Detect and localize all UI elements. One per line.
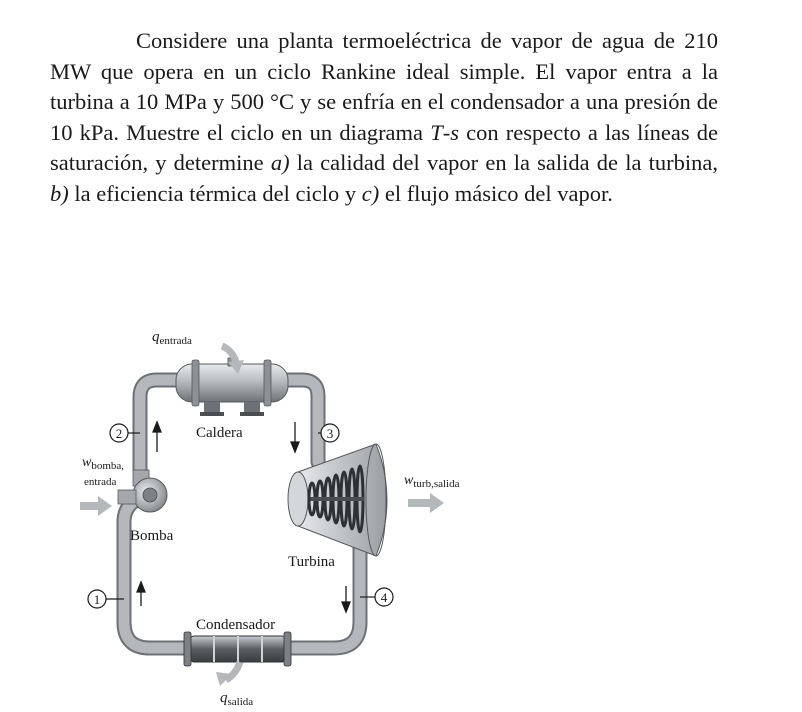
state-4-label: 4 xyxy=(381,590,388,605)
state-1-label: 1 xyxy=(94,592,101,607)
q-out-subscript: salida xyxy=(228,696,254,708)
ts-s: s xyxy=(450,119,459,145)
pump-work-subscript-1: bomba, xyxy=(91,460,124,472)
turbine-work-arrow xyxy=(408,493,444,513)
problem-text-1: Considere una planta termoeléctrica de v… xyxy=(50,28,718,145)
pump-work-symbol: w xyxy=(82,455,92,470)
pump-work-arrow xyxy=(80,496,112,516)
ts-t: T xyxy=(430,119,443,145)
problem-text-2: con respecto a las líneas de saturación,… xyxy=(50,119,718,176)
ts-dash: - xyxy=(442,119,451,145)
turbine-label: Turbina xyxy=(288,554,335,570)
state-2-marker: 2 xyxy=(109,423,140,443)
condenser-label: Condensador xyxy=(196,617,275,633)
boiler-label: Caldera xyxy=(196,425,243,441)
part-c-label: c) xyxy=(361,180,380,206)
pump-work-label: wbomba, xyxy=(82,455,124,472)
state-1-marker: 1 xyxy=(87,589,124,609)
q-out-symbol: q xyxy=(220,690,228,706)
pump-work-subscript-2: entrada xyxy=(84,476,116,488)
state-3-label: 3 xyxy=(327,426,334,441)
turbine-work-label: wturb,salida xyxy=(404,473,460,490)
q-in-symbol: q xyxy=(152,329,160,345)
condenser xyxy=(183,631,292,667)
turbine xyxy=(287,443,388,557)
q-in-subscript: entrada xyxy=(160,335,192,347)
turbine-work-symbol: w xyxy=(404,473,414,488)
state-3-marker: 3 xyxy=(318,423,340,443)
problem-statement: Considere una planta termoeléctrica de v… xyxy=(50,26,718,209)
problem-text-3: la calidad del vapor en la salida de la … xyxy=(289,150,718,175)
problem-text-5: el flujo másico del vapor. xyxy=(379,180,613,206)
heat-in-arrow xyxy=(220,342,244,374)
state-2-label: 2 xyxy=(116,426,123,441)
q-out-label: qsalida xyxy=(220,690,253,708)
q-in-label: qentrada xyxy=(152,329,192,347)
turbine-work-subscript: turb,salida xyxy=(413,478,459,490)
heat-out-arrow xyxy=(216,660,244,686)
flow-arrows xyxy=(136,420,351,614)
pump xyxy=(117,469,168,513)
part-b-label: b) xyxy=(50,180,69,206)
problem-text-4: la eficiencia térmica del ciclo y xyxy=(68,180,362,206)
pump-label: Bomba xyxy=(130,528,174,544)
state-4-marker: 4 xyxy=(360,587,394,607)
part-a-label: a) xyxy=(270,150,290,175)
